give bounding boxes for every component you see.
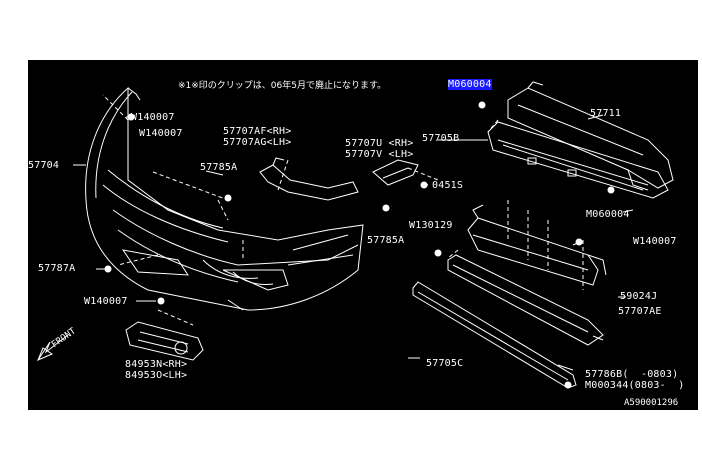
part-label-57711[interactable]: 57711 xyxy=(590,108,622,119)
bumper-exploded-view xyxy=(37,81,674,389)
part-label-57707ae[interactable]: 57707AE xyxy=(618,306,662,317)
grille-drawing xyxy=(125,321,204,361)
part-label-w140007-d[interactable]: W140007 xyxy=(84,296,128,307)
part-label-57785a-1[interactable]: 57785A xyxy=(200,162,238,173)
leader-lines xyxy=(102,94,584,326)
under-cover-drawing xyxy=(467,204,607,286)
part-label-57705c[interactable]: 57705C xyxy=(426,358,464,369)
part-label-57786b[interactable]: 57786B( -0803) xyxy=(585,369,679,380)
fasteners xyxy=(104,101,615,389)
part-label-m060004-bottom[interactable]: M060004 xyxy=(586,209,630,220)
part-label-0451s[interactable]: 0451S xyxy=(432,180,464,191)
absorber-drawing xyxy=(447,254,604,346)
part-label-84953n[interactable]: 84953N<RH> xyxy=(125,359,188,370)
label-leaders xyxy=(73,114,634,371)
part-label-w130129[interactable]: W130129 xyxy=(409,220,453,231)
part-label-57707ag[interactable]: 57707AG<LH> xyxy=(223,137,292,148)
figure-code: A590001296 xyxy=(624,398,679,408)
part-label-57707af[interactable]: 57707AF<RH> xyxy=(223,126,292,137)
side-brackets-drawing xyxy=(259,157,419,201)
front-arrow-icon xyxy=(37,334,69,361)
part-label-59024j[interactable]: 59024J xyxy=(620,291,658,302)
parts-diagram: ※1※印のクリップは、06年5月で廃止になります。 M060004 57711 … xyxy=(28,60,698,410)
part-label-57787a[interactable]: 57787A xyxy=(38,263,76,274)
part-label-57707u[interactable]: 57707U <RH> xyxy=(345,138,414,149)
lower-trim-drawing xyxy=(412,281,577,389)
part-label-57785a-2[interactable]: 57785A xyxy=(367,235,405,246)
bumper-cover-drawing xyxy=(85,86,364,311)
part-label-57705b[interactable]: 57705B xyxy=(422,133,460,144)
discontinued-clip-note: ※1※印のクリップは、06年5月で廃止になります。 xyxy=(178,81,387,91)
part-label-w140007-c[interactable]: W140007 xyxy=(633,236,677,247)
part-label-w140007-a[interactable]: W140007 xyxy=(131,112,175,123)
part-label-57707v[interactable]: 57707V <LH> xyxy=(345,149,414,160)
part-label-w140007-b[interactable]: W140007 xyxy=(139,128,183,139)
reinforcement-drawing xyxy=(487,121,669,199)
part-label-57704[interactable]: 57704 xyxy=(28,160,60,171)
beam-drawing xyxy=(507,81,674,191)
part-label-m000344[interactable]: M000344(0803- ) xyxy=(585,380,685,391)
part-label-m060004-top[interactable]: M060004 xyxy=(448,79,492,90)
part-label-84953o[interactable]: 84953O<LH> xyxy=(125,370,188,381)
